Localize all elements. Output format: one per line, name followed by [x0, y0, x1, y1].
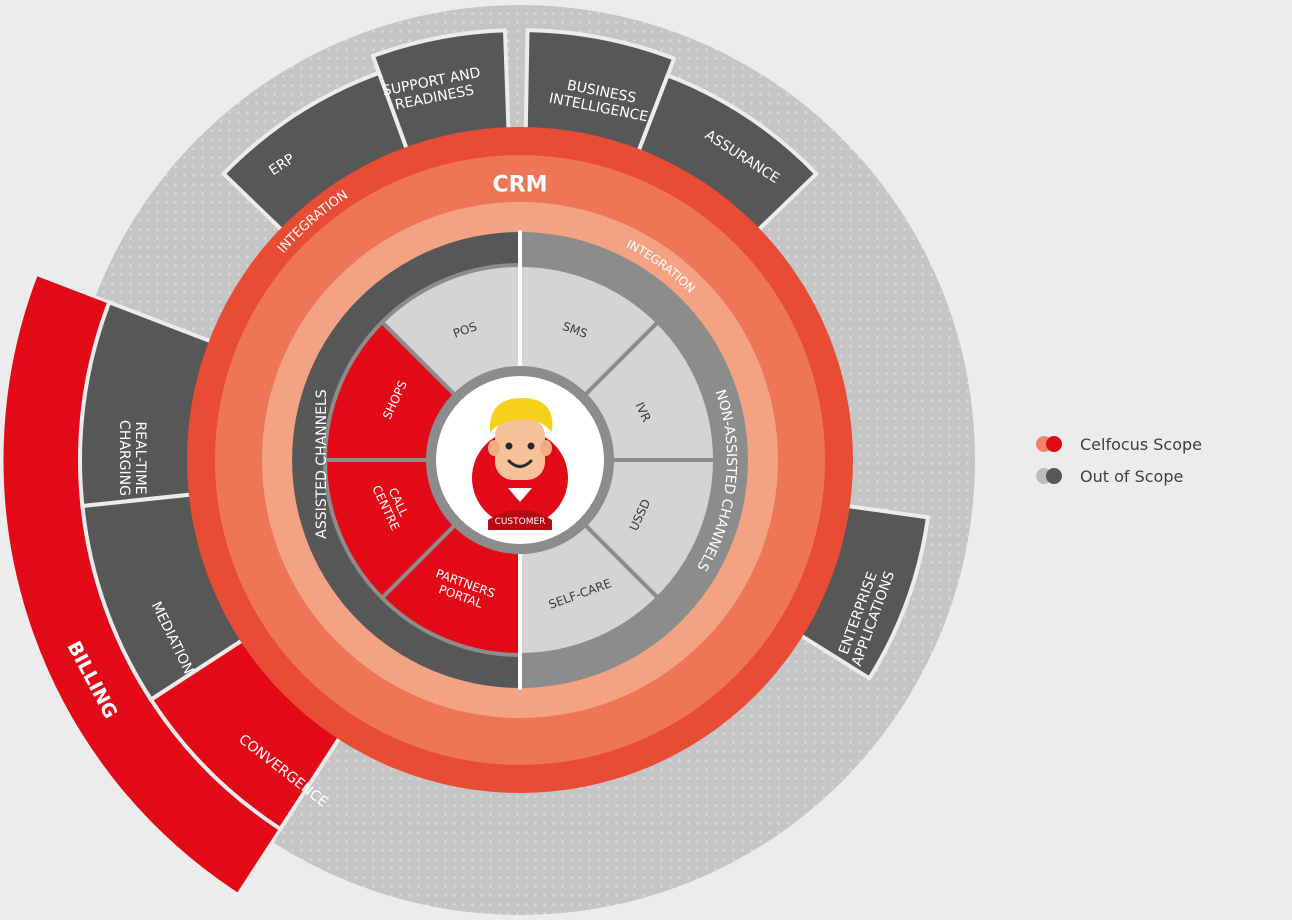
customer-ear-right	[540, 440, 552, 456]
out-of-scope-swatch	[1036, 465, 1074, 487]
customer-eye-left	[505, 442, 513, 450]
channels-wheel	[292, 230, 748, 690]
legend-label: Celfocus Scope	[1080, 434, 1202, 454]
real-time-charging-label: REAL-TIMECHARGING	[116, 420, 148, 496]
assisted-channels-ring	[292, 232, 520, 688]
customer-eye-right	[527, 442, 535, 450]
celfocus-scope-swatch	[1036, 433, 1074, 455]
legend-item-celfocus: Celfocus Scope	[1036, 428, 1202, 460]
customer-smile	[507, 459, 533, 468]
customer-hub: CUSTOMER	[426, 366, 614, 554]
non-assisted-channels-ring	[520, 232, 748, 688]
assisted-channels-label: ASSISTED CHANNELS	[314, 389, 330, 538]
customer-shirt	[488, 510, 552, 530]
legend-item-out-of-scope: Out of Scope	[1036, 460, 1202, 492]
legend-label: Out of Scope	[1080, 466, 1184, 486]
customer-label: CUSTOMER	[495, 517, 546, 527]
customer-face	[495, 418, 545, 480]
legend: Celfocus Scope Out of Scope	[1036, 428, 1202, 492]
customer-collar	[508, 488, 532, 502]
customer-hair	[489, 398, 553, 432]
customer-ear-left	[488, 440, 500, 456]
crm-title: CRM	[493, 173, 548, 198]
